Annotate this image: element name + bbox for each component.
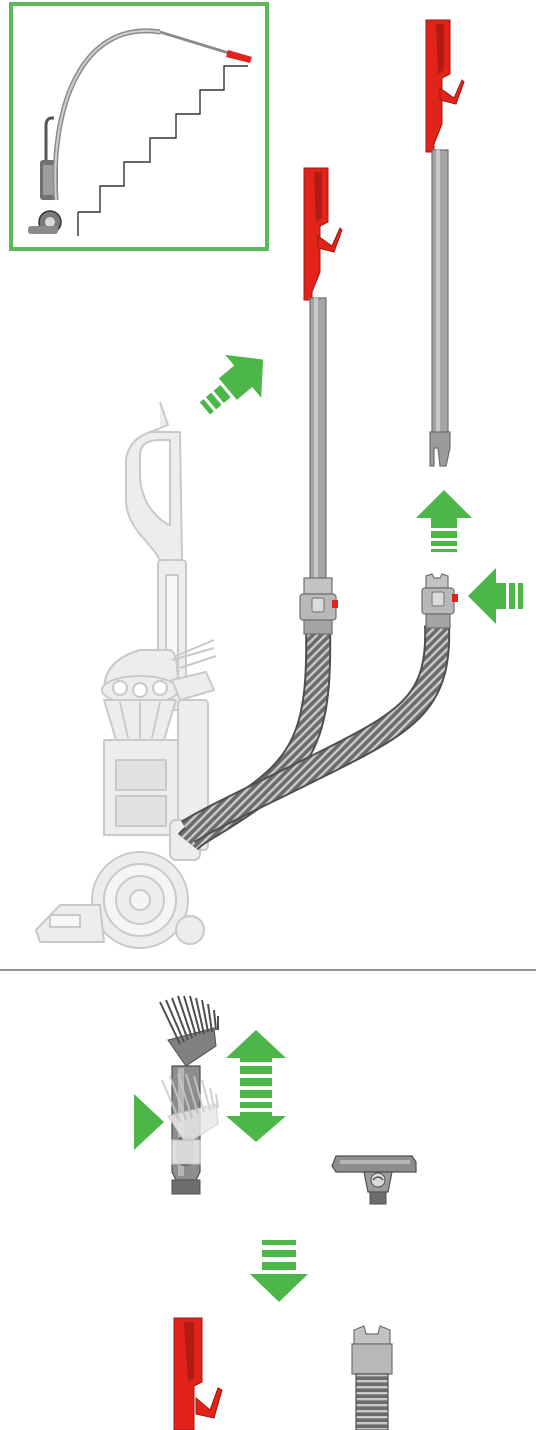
mini-wand (159, 30, 233, 56)
wand-assembled (299, 167, 343, 635)
mini-crevice-tool (226, 50, 252, 63)
arrow-right-icon (134, 1094, 164, 1150)
stairs-inset (9, 2, 269, 251)
vacuum-ghost-icon (35, 401, 217, 949)
arrow-diagonal-icon (199, 354, 264, 415)
inset-frame (9, 2, 269, 251)
arrow-up-down-icon (226, 1030, 286, 1142)
arrow-down-icon (250, 1240, 308, 1302)
hose-connector-bottom (351, 1325, 393, 1430)
stairs-icon (78, 65, 248, 213)
crevice-tool-red (173, 1317, 223, 1430)
wand-separated (425, 19, 465, 467)
hose-right (182, 624, 449, 842)
mini-turbine-tool (331, 1155, 417, 1205)
arrow-left-icon (468, 568, 523, 624)
hose-connector (421, 573, 458, 629)
arrow-up-icon (416, 490, 472, 552)
combination-tool (159, 995, 219, 1195)
